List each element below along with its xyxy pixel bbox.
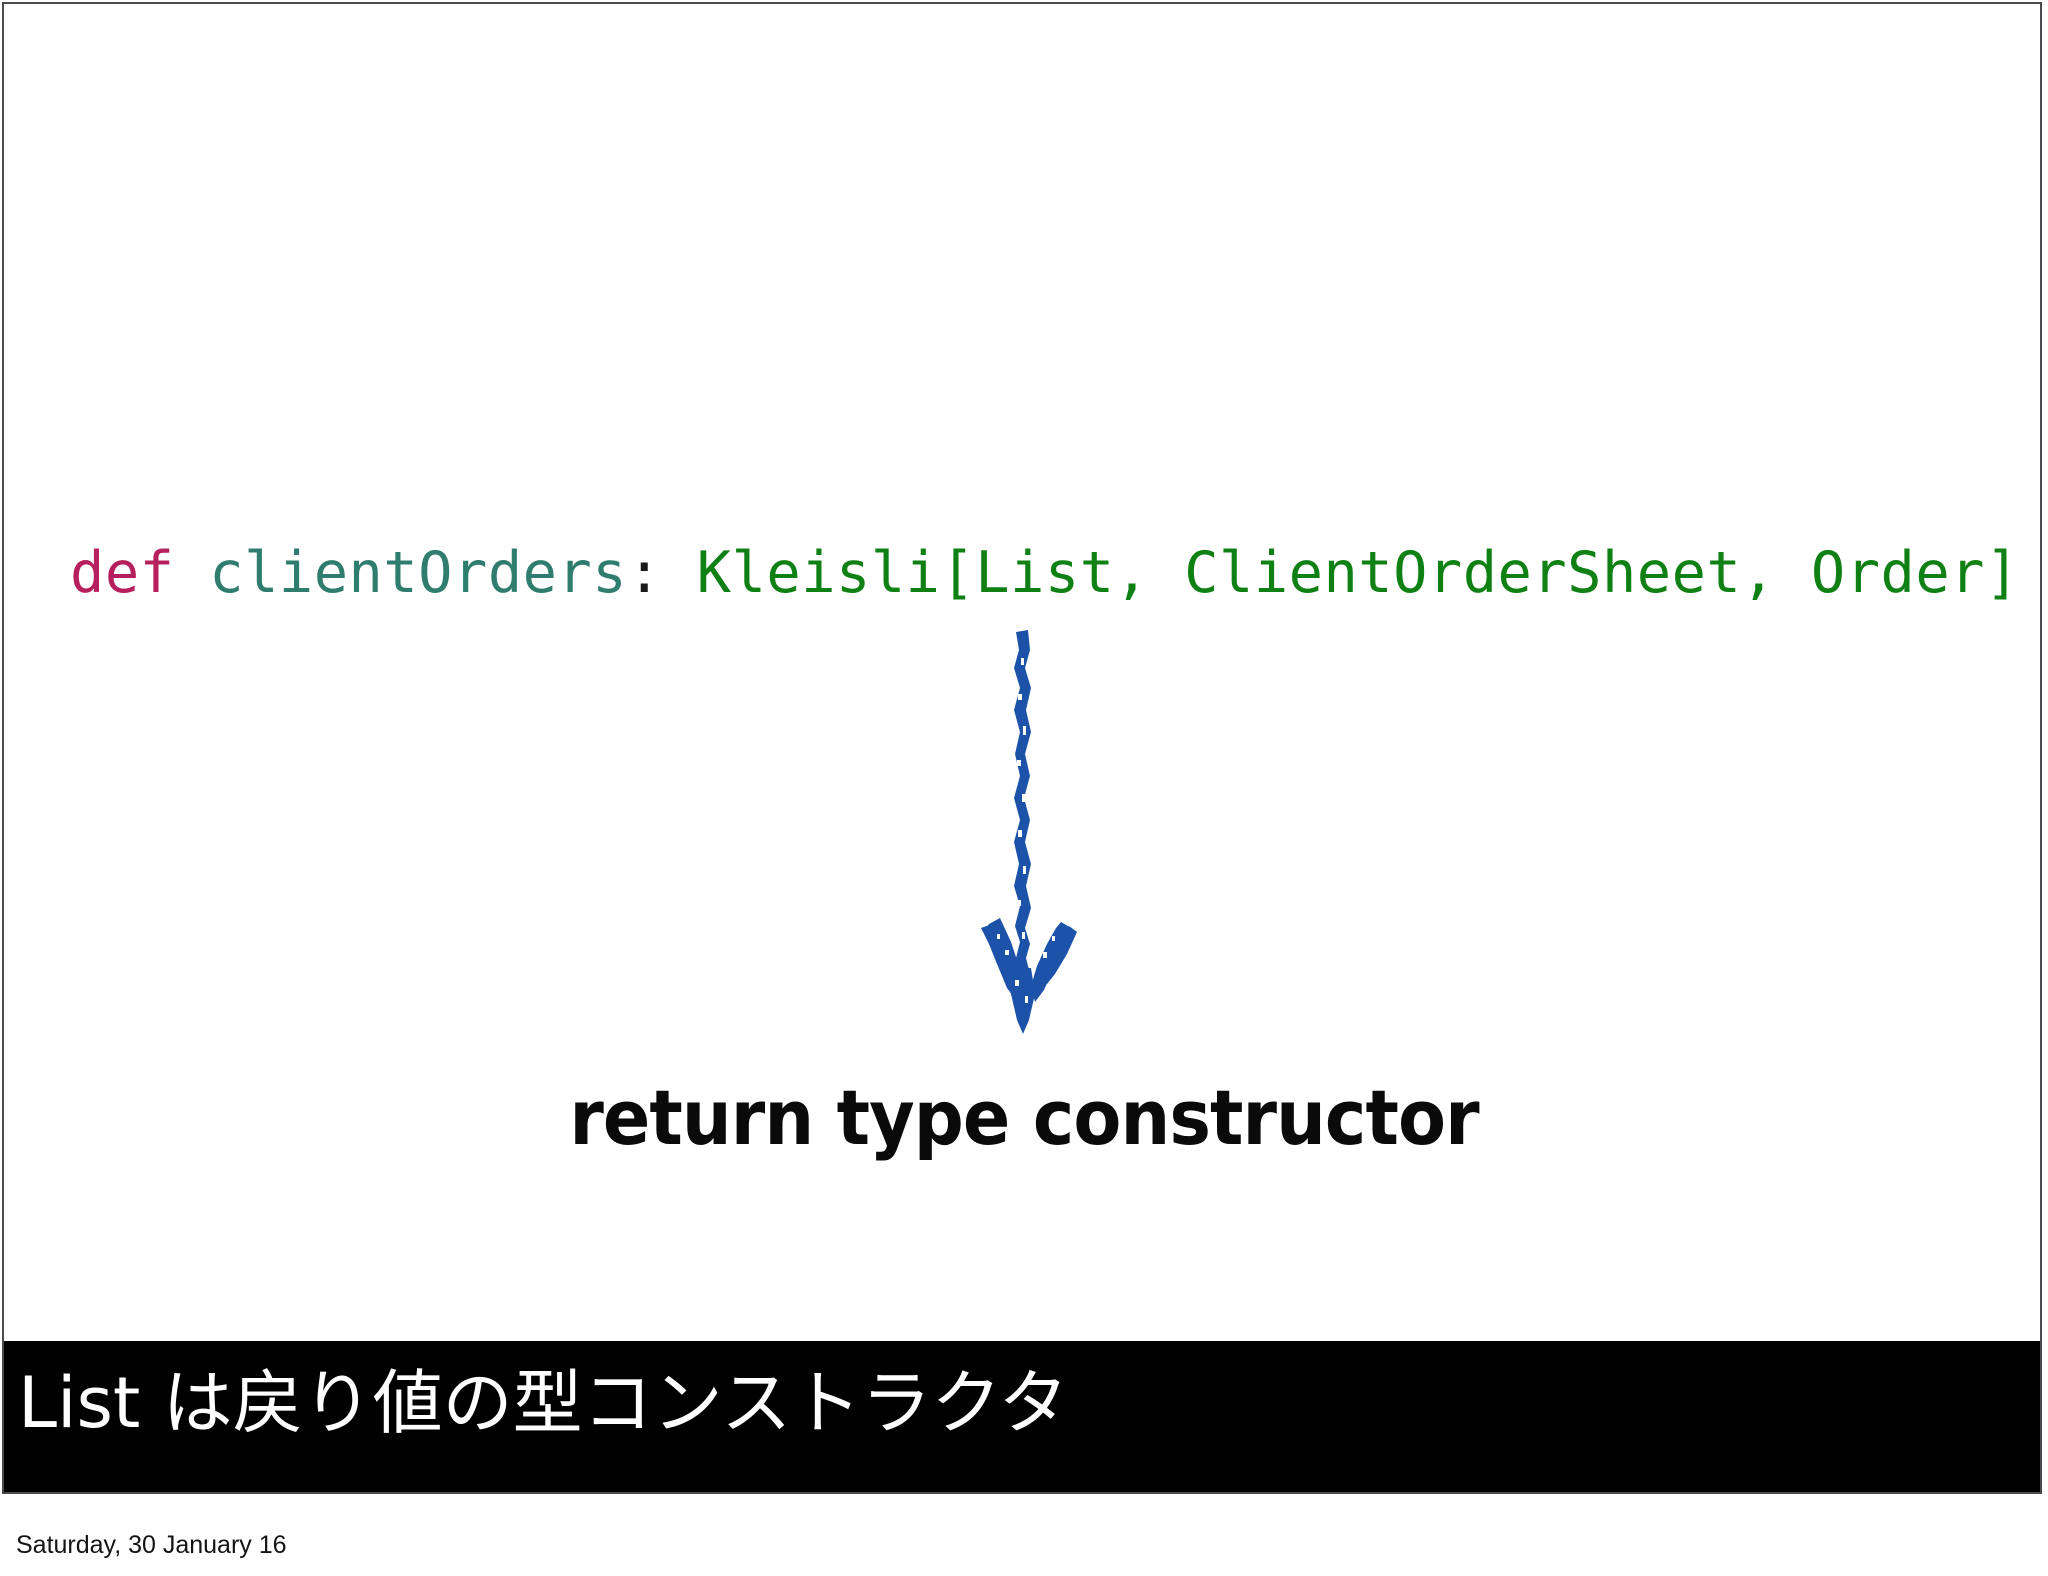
footer-date: Saturday, 30 January 16 (16, 1531, 287, 1559)
down-arrow-icon (959, 628, 1089, 1048)
code-token-type-expression: Kleisli[List, ClientOrderSheet, Order] (696, 540, 2020, 606)
slide-canvas: def clientOrders: Kleisli[List, ClientOr… (2, 2, 2042, 1494)
code-token-keyword: def (70, 540, 175, 606)
code-token-colon: : (627, 540, 662, 606)
caption-return-type-constructor: return type constructor (569, 1073, 1479, 1162)
code-token-identifier: clientOrders (209, 540, 628, 606)
banner-strip: List は戻り値の型コンストラクタ (4, 1341, 2040, 1492)
code-token-space-1 (174, 540, 209, 606)
code-signature-line: def clientOrders: Kleisli[List, ClientOr… (70, 538, 2020, 608)
banner-japanese-caption: List は戻り値の型コンストラクタ (18, 1362, 1069, 1444)
code-token-space-2 (662, 540, 697, 606)
